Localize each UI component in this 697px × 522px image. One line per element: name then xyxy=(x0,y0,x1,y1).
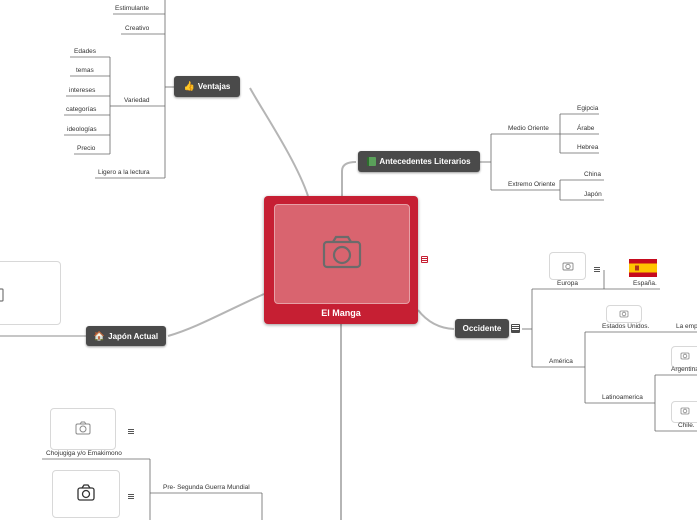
subtopic-creativo[interactable]: Creativo xyxy=(125,25,150,32)
subtopic-ligero[interactable]: Ligero a la lectura xyxy=(98,169,150,176)
camera-icon xyxy=(562,262,574,271)
subtopic-espana[interactable]: España. xyxy=(633,280,657,287)
chojugiga-notes-icon[interactable] xyxy=(128,428,134,435)
subtopic-precio[interactable]: Precio xyxy=(77,145,96,152)
central-image-placeholder xyxy=(274,204,410,304)
subtopic-la-emp[interactable]: La emp xyxy=(676,323,697,330)
camera-icon xyxy=(0,288,4,302)
topic-occidente-label: Occidente xyxy=(462,324,502,333)
argentina-image-placeholder xyxy=(671,346,697,368)
topic-occidente[interactable]: Occidente xyxy=(455,319,509,338)
topic-antecedentes[interactable]: Antecedentes Literarios xyxy=(358,151,480,172)
occidente-notes-icon[interactable] xyxy=(511,324,520,333)
subtopic-latinoamerica[interactable]: Latinoamerica xyxy=(602,394,643,401)
estados-unidos-image-placeholder xyxy=(606,305,642,323)
subtopic-china[interactable]: China xyxy=(584,171,601,178)
subtopic-intereses[interactable]: intereses xyxy=(69,87,96,94)
japon-actual-image-placeholder xyxy=(0,261,61,325)
subtopic-medio-oriente[interactable]: Medio Oriente xyxy=(508,125,549,132)
subtopic-arabe[interactable]: Árabe xyxy=(577,125,595,132)
subtopic-argentina[interactable]: Argentina xyxy=(671,366,697,373)
subtopic-hebrea[interactable]: Hebrea xyxy=(577,144,599,151)
subtopic-america[interactable]: América xyxy=(549,358,573,365)
lower-image-placeholder xyxy=(52,470,120,518)
topic-antecedentes-label: Antecedentes Literarios xyxy=(379,157,471,166)
lower-notes-icon[interactable] xyxy=(128,493,134,500)
europa-notes-icon[interactable] xyxy=(594,266,600,273)
central-topic[interactable]: El Manga xyxy=(264,196,418,324)
camera-icon xyxy=(680,352,690,360)
subtopic-chojugiga[interactable]: Chojugiga y/o Emakimono xyxy=(46,450,122,457)
central-notes-icon[interactable] xyxy=(421,256,428,263)
camera-icon xyxy=(322,235,362,269)
topic-japon-actual[interactable]: 🏠 Japón Actual xyxy=(86,326,166,346)
subtopic-temas[interactable]: temas xyxy=(76,67,94,74)
subtopic-extremo-oriente[interactable]: Extremo Oriente xyxy=(508,181,556,188)
subtopic-estados-unidos[interactable]: Estados Unidos. xyxy=(602,323,650,330)
house-icon: 🏠 xyxy=(93,330,106,341)
subtopic-japon[interactable]: Japón xyxy=(584,191,602,198)
spain-flag-icon xyxy=(629,259,657,277)
subtopic-chile[interactable]: Chile. xyxy=(678,422,695,429)
camera-icon xyxy=(680,407,690,415)
book-icon xyxy=(367,157,377,166)
subtopic-estimulante[interactable]: Estimulante xyxy=(115,5,149,12)
central-title: El Manga xyxy=(321,308,361,318)
topic-ventajas-label: Ventajas xyxy=(197,82,231,91)
subtopic-edades[interactable]: Edades xyxy=(74,48,97,55)
subtopic-variedad[interactable]: Variedad xyxy=(124,97,150,104)
chojugiga-image-placeholder xyxy=(50,408,116,450)
camera-icon xyxy=(77,484,95,501)
camera-icon xyxy=(75,421,91,435)
subtopic-categorias[interactable]: categorías xyxy=(66,106,97,113)
camera-icon xyxy=(619,310,629,318)
subtopic-pre-segunda-guerra[interactable]: Pre- Segunda Guerra Mundial xyxy=(163,484,250,491)
topic-japon-actual-label: Japón Actual xyxy=(108,331,159,341)
chile-image-placeholder xyxy=(671,401,697,423)
europa-image-placeholder xyxy=(549,252,586,280)
thumbs-up-icon: 👍 xyxy=(183,81,195,91)
topic-ventajas[interactable]: 👍 Ventajas xyxy=(174,76,240,97)
subtopic-ideologias[interactable]: ideologías xyxy=(67,126,97,133)
subtopic-europa[interactable]: Europa xyxy=(557,280,578,287)
subtopic-egipcia[interactable]: Egipcia xyxy=(577,105,599,112)
